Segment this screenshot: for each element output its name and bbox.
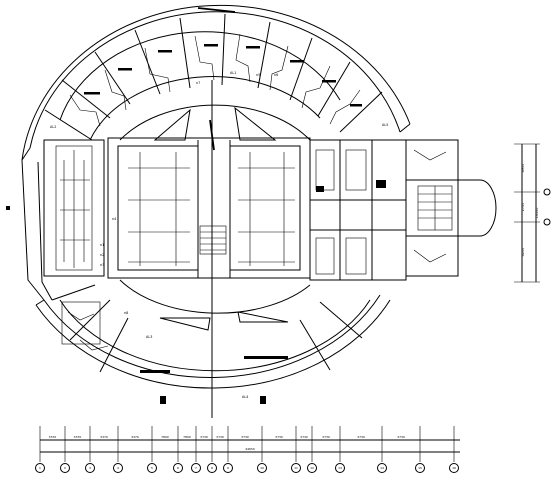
bottom-dim-segment: 3370 (131, 435, 139, 439)
axis-label: 7 (195, 466, 197, 470)
panel-label-al1: AL1 (230, 71, 236, 75)
bottom-dim-segment: 3370 (74, 435, 82, 439)
right-dim-1: 4900 (521, 164, 525, 173)
right-service-rooms (309, 139, 407, 281)
panel-label-al5: AL5 (382, 123, 388, 127)
axis-bubble (85, 463, 95, 473)
circuit-label-n7: n7 (196, 81, 200, 85)
bottom-dim-segment: 7800 (161, 435, 169, 439)
bottom-dimension-chain: 44650 1 3370 2 3370 3 3370 4 3370 5 7800 6 7800 7 373… (35, 426, 460, 473)
axis-label: 5 (151, 466, 153, 470)
bottom-dim-segment: 3730 (357, 435, 365, 439)
axis-bubble (147, 463, 157, 473)
east-wing (405, 139, 497, 277)
circuit-label-n2: n2 (100, 253, 104, 257)
right-dimension-chain: 4900 2700 4200 13500 (514, 143, 551, 283)
bottom-dim-segment: 3730 (275, 435, 283, 439)
axis-bubble (257, 463, 267, 473)
circuit-label-n8: n8 (124, 311, 128, 315)
axis-label: 3 (89, 466, 91, 470)
axis-bubble (60, 463, 70, 473)
bottom-dim-segment: 7800 (183, 435, 191, 439)
axis-bubble (113, 463, 123, 473)
circuit-label-n4: n4 (112, 217, 116, 221)
right-dim-2: 2700 (521, 203, 525, 212)
axis-bubble (415, 463, 425, 473)
top-ring-rooms (44, 7, 383, 141)
circuit-label-n6: n6 (274, 73, 278, 77)
axis-label: 2 (64, 466, 66, 470)
axis-label: 15 (418, 466, 422, 470)
axis-bubble (291, 463, 301, 473)
bottom-dim-segment: 3730 (300, 435, 308, 439)
atrium-ring (119, 104, 311, 331)
axis-label: 14 (380, 466, 384, 470)
left-marker (6, 206, 10, 210)
axis-bubble (449, 463, 459, 473)
panel-labels: AL1 AL2 AL3 AL4 AL5 n1 n2 n3 n4 n5 n6 n7… (50, 71, 388, 399)
bottom-dim-total: 44650 (245, 447, 255, 451)
axis-label: 8 (211, 466, 213, 470)
axis-label: 10 (260, 466, 264, 470)
axis-label: 6 (177, 466, 179, 470)
axis-label: 12 (310, 466, 314, 470)
lighting-grid-left (128, 152, 190, 266)
axis-label: 13 (338, 466, 342, 470)
axis-bubble (377, 463, 387, 473)
axis-label: 11 (294, 466, 298, 470)
bottom-dim-segment: 3730 (322, 435, 330, 439)
panel-label-al2: AL2 (50, 125, 56, 129)
axis-bubble (307, 463, 317, 473)
axis-bubble (223, 463, 233, 473)
central-halls (107, 80, 311, 418)
bottom-dim-segment: 3730 (200, 435, 208, 439)
panel-label-al4: AL4 (242, 395, 248, 399)
axis-bubble (207, 463, 217, 473)
bottom-ring-rooms (51, 284, 371, 404)
outer-wall (21, 4, 411, 389)
right-dim-3: 4200 (521, 248, 525, 257)
bottom-dim-segment: 3730 (216, 435, 224, 439)
axis-label: 4 (117, 466, 119, 470)
right-dim-total: 13500 (535, 208, 539, 219)
axis-label: 9 (227, 466, 229, 470)
axis-bubble (173, 463, 183, 473)
left-corridor (43, 139, 105, 277)
axis-label: 1 (39, 466, 41, 470)
lighting-grid-right (238, 152, 295, 266)
bottom-dim-segment: 3370 (49, 435, 57, 439)
circuit-label-n5: n5 (256, 73, 260, 77)
axis-bubble (35, 463, 45, 473)
bottom-dim-segment: 3730 (397, 435, 405, 439)
bottom-dim-segment: 3730 (241, 435, 249, 439)
panel-label-al3: AL3 (146, 335, 152, 339)
circuit-label-n1: n1 (100, 243, 104, 247)
axis-bubble (335, 463, 345, 473)
axis-bubble (191, 463, 201, 473)
axis-label: 16 (452, 466, 456, 470)
circuit-label-n3: n3 (100, 263, 104, 267)
bottom-dim-segment: 3370 (100, 435, 108, 439)
